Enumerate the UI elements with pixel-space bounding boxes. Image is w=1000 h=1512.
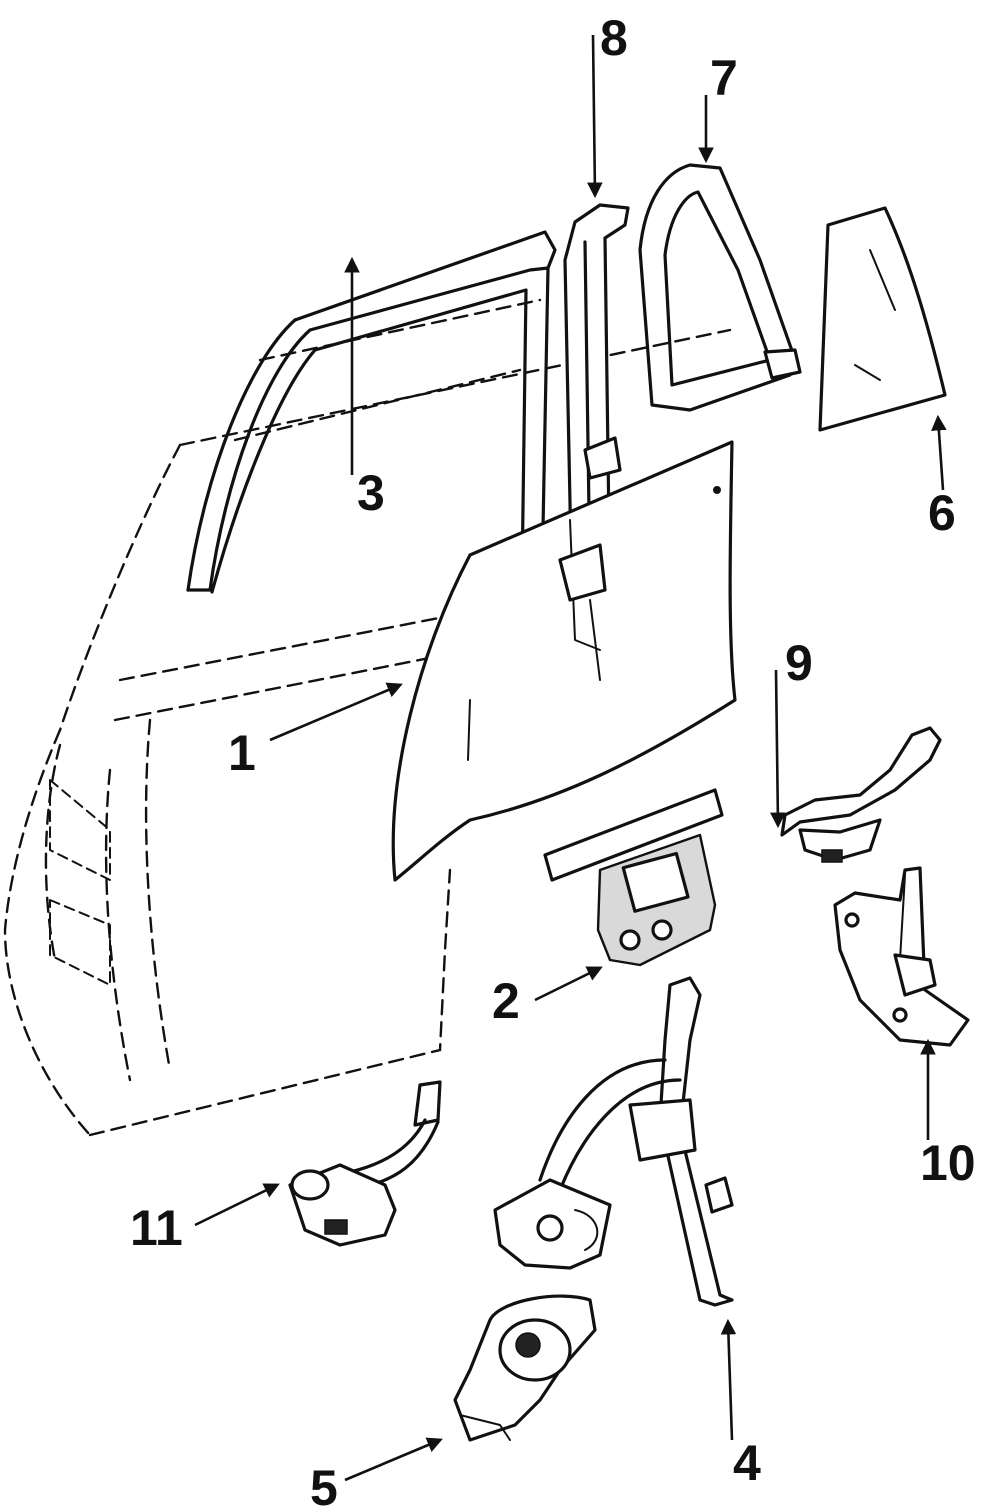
inside-door-handle: [780, 726, 942, 863]
glass-sash-channel: [543, 788, 724, 967]
callout-8: 8: [600, 10, 628, 66]
door-shell: [3, 298, 732, 1137]
vent-window-frame: [638, 163, 802, 412]
callout-labels: 1 2 3 4 5 6 7 8 9 10 11: [130, 10, 976, 1512]
window-motor: [453, 1294, 597, 1442]
callout-1: 1: [228, 725, 256, 781]
vent-window-glass: [818, 206, 947, 432]
callout-11: 11: [130, 1200, 183, 1256]
window-regulator: [493, 976, 734, 1307]
callout-7: 7: [710, 50, 738, 106]
leader-lines: [194, 34, 947, 1482]
callout-4: 4: [733, 1435, 761, 1491]
door-latch: [833, 866, 970, 1047]
callout-6: 6: [928, 485, 956, 541]
callout-5: 5: [310, 1460, 338, 1512]
center-run-channel: [563, 203, 630, 602]
callout-9: 9: [785, 635, 813, 691]
power-window-switch: [288, 1080, 442, 1247]
door-frame-channel: [186, 230, 557, 594]
door-window-glass: [391, 440, 737, 882]
callout-3: 3: [357, 465, 385, 521]
callout-10: 10: [920, 1135, 976, 1191]
callout-2: 2: [492, 973, 520, 1029]
